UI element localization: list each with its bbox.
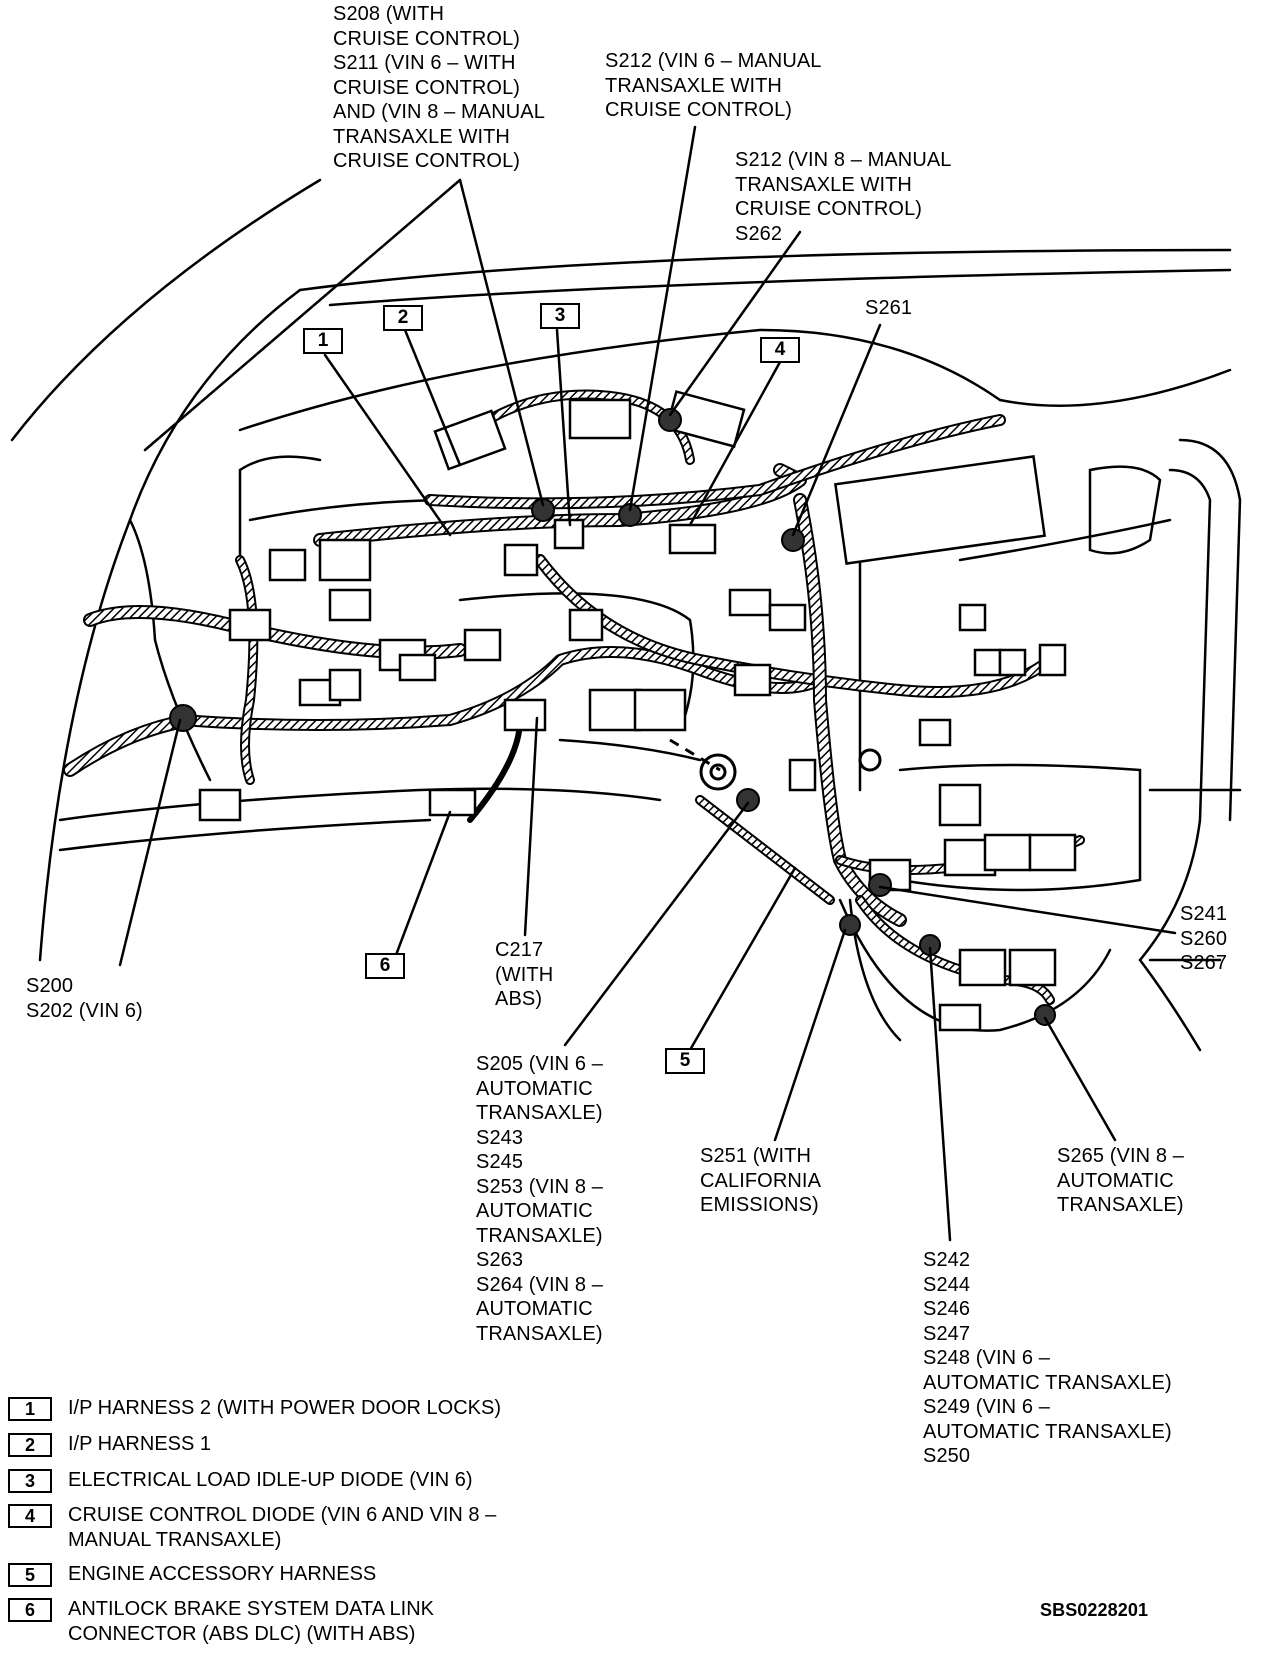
label-s261: S261	[865, 297, 913, 319]
label-s208-s211: S208 (WITH CRUISE CONTROL) S211 (VIN 6 –…	[333, 3, 545, 172]
callout-3: 3	[540, 303, 580, 329]
legend-number: 1	[8, 1397, 52, 1421]
callout-4: 4	[760, 337, 800, 363]
legend-text: I/P HARNESS 1	[68, 1433, 212, 1455]
legend-text: ELECTRICAL LOAD IDLE-UP DIODE (VIN 6)	[68, 1469, 473, 1491]
label-s265: S265 (VIN 8 – AUTOMATIC TRANSAXLE)	[1057, 1145, 1184, 1216]
callout-5: 5	[665, 1048, 705, 1074]
leader-lines	[118, 125, 1177, 1242]
legend-text: I/P HARNESS 2 (WITH POWER DOOR LOCKS)	[68, 1397, 502, 1419]
label-s200-s202: S200 S202 (VIN 6)	[26, 975, 143, 1022]
label-s241-s260-s267: S241 S260 S267	[1180, 903, 1228, 974]
dash-line	[669, 738, 721, 772]
legend-text: ANTILOCK BRAKE SYSTEM DATA LINK CONNECTO…	[68, 1598, 435, 1645]
dashboard-outline	[10, 178, 1242, 1052]
wiring-harness	[63, 389, 1085, 1005]
splice-points	[169, 408, 1056, 1026]
label-s212-vin8-s262: S212 (VIN 8 – MANUAL TRANSAXLE WITH CRUI…	[735, 149, 952, 245]
legend-number: 6	[8, 1598, 52, 1622]
label-s242-group: S242 S244 S246 S247 S248 (VIN 6 – AUTOMA…	[923, 1249, 1172, 1467]
callout-1: 1	[303, 328, 343, 354]
callout-6: 6	[365, 953, 405, 979]
label-s212-vin6: S212 (VIN 6 – MANUAL TRANSAXLE WITH CRUI…	[605, 50, 822, 121]
legend-number: 5	[8, 1563, 52, 1587]
label-s251: S251 (WITH CALIFORNIA EMISSIONS)	[700, 1145, 822, 1216]
connectors	[198, 390, 1077, 1032]
figure-id: SBS0228201	[1040, 1600, 1149, 1620]
legend-text: ENGINE ACCESSORY HARNESS	[68, 1563, 377, 1585]
callout-2: 2	[383, 305, 423, 331]
label-s205-group: S205 (VIN 6 – AUTOMATIC TRANSAXLE) S243 …	[476, 1053, 603, 1345]
legend-number: 2	[8, 1433, 52, 1457]
legend-number: 4	[8, 1504, 52, 1528]
legend-number: 3	[8, 1469, 52, 1493]
label-c217: C217 (WITH ABS)	[495, 939, 554, 1010]
legend-text: CRUISE CONTROL DIODE (VIN 6 AND VIN 8 – …	[68, 1504, 497, 1551]
